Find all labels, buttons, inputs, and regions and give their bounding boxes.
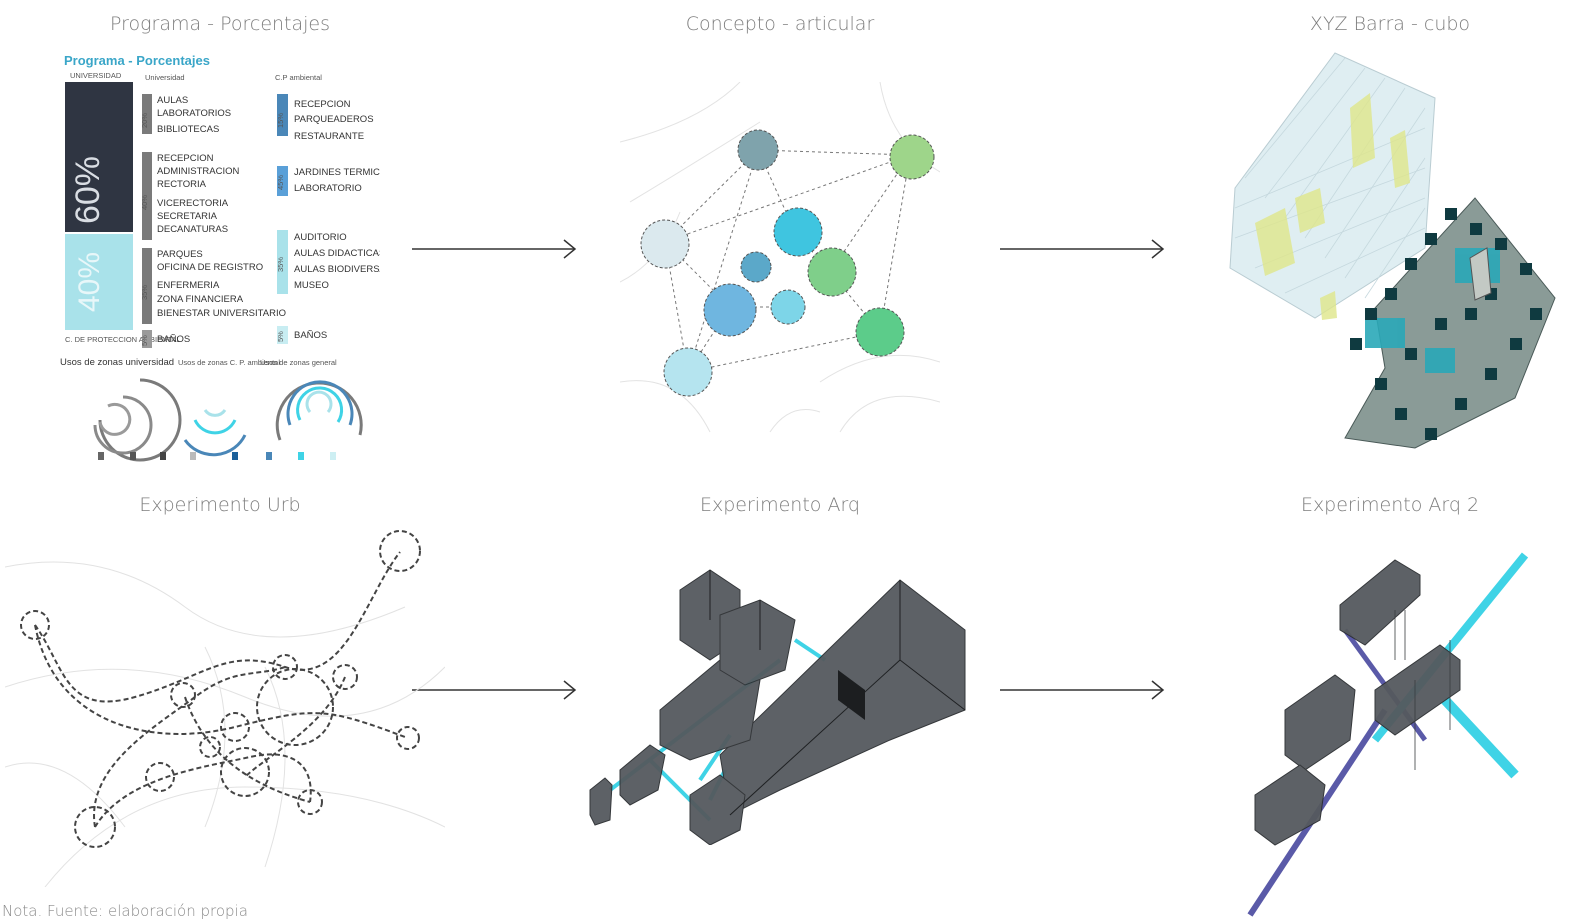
cp-label: C. DE PROTECCION AMBIENTAL: [65, 335, 181, 344]
node-circle: [740, 251, 772, 283]
cp-item: LABORATORIO: [294, 183, 362, 194]
right-arrow-icon: [412, 680, 577, 700]
uni-item: RECTORIA: [157, 179, 207, 190]
uni-item: DECANATURAS: [157, 224, 228, 235]
uni-pct-4: 5%: [140, 335, 149, 346]
uni-item: BIENESTAR UNIVERSITARIO: [157, 308, 286, 319]
uni-item: LABORATORIOS: [157, 108, 231, 119]
uni-item: BIBLIOTECAS: [157, 124, 219, 135]
universidad-label: UNIVERSIDAD: [70, 71, 122, 80]
source-note: Nota. Fuente: elaboración propia: [2, 902, 248, 920]
cp-bar-4: [277, 326, 288, 344]
node-circle: [855, 307, 905, 357]
node-circle: [770, 289, 806, 325]
arq-panel: [580, 560, 980, 845]
uni-item: OFICINA DE REGISTRO: [157, 262, 263, 273]
cp-bar-1: [277, 94, 288, 136]
caption-concepto: Concepto - articular: [685, 13, 875, 35]
cp-pct-4: 5%: [276, 331, 285, 342]
cp-item: AULAS DIDACTICAS: [294, 248, 380, 259]
rings-universidad: [93, 378, 182, 462]
node-circle: [889, 134, 935, 180]
uni-item: BAÑOS: [157, 334, 190, 345]
rings-legend: [98, 452, 336, 460]
concepto-panel: [620, 82, 940, 437]
col-universidad: Universidad: [145, 73, 185, 82]
arq-figure: [589, 569, 966, 845]
uni-pct-1: 20%: [140, 113, 149, 128]
programa-figure: Programa - Porcentajes UNIVERSIDAD Unive…: [60, 53, 380, 462]
programa-panel: Programa - Porcentajes UNIVERSIDAD Unive…: [60, 50, 380, 465]
caption-arq2: Experimento Arq 2: [1300, 494, 1480, 516]
usos-uni: Usos de zonas universidad: [60, 357, 174, 368]
uni-item: SECRETARIA: [157, 211, 218, 222]
programa-title: Programa - Porcentajes: [64, 53, 210, 68]
bar-60: [65, 82, 133, 232]
node-circle: [703, 283, 757, 337]
caption-xyz: XYZ Barra - cubo: [1309, 13, 1471, 35]
right-arrow-icon: [1000, 680, 1165, 700]
uni-item: AULAS: [157, 95, 188, 106]
uni-item: ADMINISTRACION: [157, 166, 239, 177]
arq2-figure: [1247, 552, 1529, 917]
urb-panel: [5, 527, 445, 887]
cp-bar-2: [277, 166, 288, 196]
uni-bar-1: [142, 94, 152, 134]
pct-40: 40%: [73, 252, 106, 312]
uni-item: ZONA FINANCIERA: [157, 294, 244, 305]
node-circle: [663, 347, 713, 397]
uni-bar-3: [142, 248, 152, 324]
concepto-figure: [620, 82, 940, 433]
cp-bar-3: [277, 230, 288, 294]
cp-item: AUDITORIO: [294, 232, 347, 243]
caption-arq: Experimento Arq: [700, 494, 860, 516]
uni-item: PARQUES: [157, 249, 203, 260]
caption-urb: Experimento Urb: [139, 494, 301, 516]
uni-pct-2: 40%: [140, 195, 149, 210]
cp-item: RESTAURANTE: [294, 131, 364, 142]
uni-item: RECEPCION: [157, 153, 214, 164]
xyz-figure: [1229, 52, 1556, 449]
bar-40: [65, 234, 133, 330]
caption-programa: Programa - Porcentajes: [109, 13, 331, 35]
uni-item: VICERECTORIA: [157, 198, 229, 209]
usos-general: Usos de zonas general: [260, 358, 337, 367]
right-arrow-icon: [412, 239, 577, 259]
cp-pct-2: 45%: [276, 175, 285, 190]
node-circle: [737, 129, 779, 171]
xyz-panel: [1225, 48, 1565, 460]
cp-item: MUSEO: [294, 280, 329, 291]
cp-item: BAÑOS: [294, 330, 327, 341]
uni-bar-4: [142, 330, 152, 348]
node-circle: [640, 219, 690, 269]
cp-item: RECEPCION: [294, 99, 351, 110]
rings-general: [275, 380, 363, 441]
right-arrow-icon: [1000, 239, 1165, 259]
node-circle: [773, 207, 823, 257]
cp-item: JARDINES TERMICOS: [294, 167, 380, 178]
arq2-panel: [1245, 550, 1535, 920]
col-cp: C.P ambiental: [275, 73, 322, 82]
node-circle: [807, 247, 857, 297]
uni-pct-3: 35%: [140, 285, 149, 300]
cp-item: PARQUEADEROS: [294, 114, 374, 125]
cp-pct-1: 15%: [276, 113, 285, 128]
uni-item: ENFERMERIA: [157, 280, 220, 291]
cp-pct-3: 35%: [276, 257, 285, 272]
usos-cp: Usos de zonas C. P. ambiental: [178, 358, 280, 367]
rings-cp: [183, 409, 247, 457]
uni-bar-2: [142, 152, 152, 240]
pct-60: 60%: [69, 156, 107, 224]
urb-figure: [5, 530, 445, 887]
cp-item: AULAS BIODIVERSAS: [294, 264, 380, 275]
